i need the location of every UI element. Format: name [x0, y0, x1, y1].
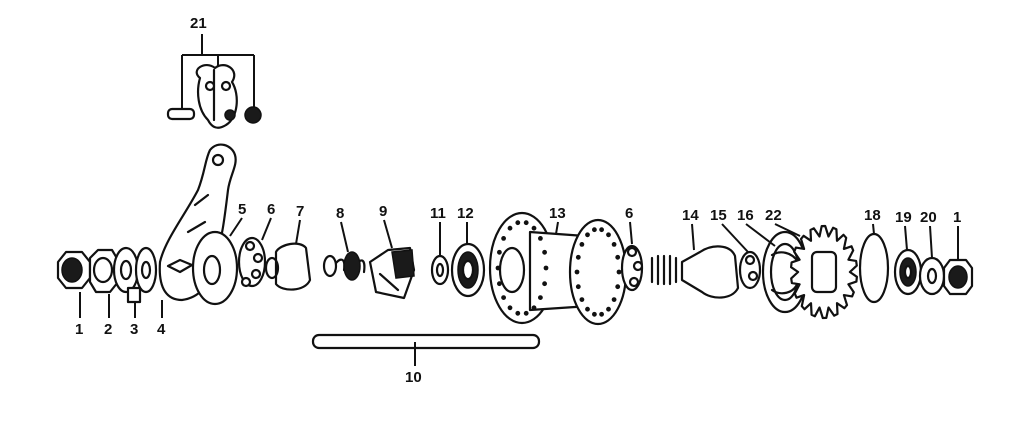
spoke-hole — [542, 281, 547, 287]
brake-arm — [158, 143, 237, 302]
spoke-hole — [538, 236, 543, 241]
label-18: 18 — [864, 207, 881, 224]
label-12: 12 — [457, 205, 474, 222]
part-4-washer — [134, 246, 158, 294]
spoke-hole — [507, 225, 513, 231]
part-8-spring — [322, 251, 366, 281]
part-12-bearing — [450, 242, 486, 298]
spoke-hole — [497, 281, 502, 287]
spoke-hole — [599, 227, 604, 233]
spoke-hole — [574, 269, 580, 275]
spoke-hole — [515, 310, 521, 316]
spoke-hole — [495, 265, 501, 271]
spoke-hole — [523, 220, 529, 226]
spoke-hole — [585, 306, 590, 312]
label-5: 5 — [238, 201, 246, 218]
part-19-cone — [893, 248, 923, 296]
part-6-bearing-right — [620, 244, 644, 292]
label-21: 21 — [190, 15, 207, 32]
label-6-left: 6 — [267, 201, 275, 218]
label-2: 2 — [104, 321, 112, 338]
label-7: 7 — [296, 203, 304, 220]
part-1-locknut-left — [56, 250, 92, 290]
part-1-locknut-right — [942, 258, 974, 296]
spoke-hole — [585, 232, 590, 238]
spoke-hole — [542, 249, 547, 255]
leader-lines — [79, 217, 959, 366]
part-20-washer — [918, 256, 946, 296]
part-21-clip-assembly — [166, 34, 262, 129]
spoke-hole — [615, 254, 621, 260]
spoke-hole — [592, 311, 597, 317]
label-13: 13 — [549, 205, 566, 222]
part-labels: 21 1 2 3 4 5 6 7 8 9 11 12 13 6 14 15 16… — [75, 15, 961, 386]
part-5-dust-cap — [191, 230, 239, 306]
spoke-hole — [606, 232, 611, 238]
spoke-hole — [579, 297, 585, 302]
spoke-hole — [531, 305, 537, 311]
label-15: 15 — [710, 207, 727, 224]
spoke-hole — [507, 305, 513, 311]
part-6-bearing-left — [237, 236, 267, 288]
spoke-hole — [523, 310, 529, 316]
part-13-hub-shell — [488, 211, 628, 326]
spoke-hole — [501, 236, 506, 241]
spoke-hole — [575, 284, 581, 290]
part-11-washer — [430, 254, 450, 286]
spoke-hole — [606, 306, 611, 312]
label-14: 14 — [682, 207, 699, 224]
spoke-hole — [515, 220, 521, 226]
label-20: 20 — [920, 209, 937, 226]
part-18-washer — [858, 232, 890, 304]
label-4: 4 — [157, 321, 166, 338]
spoke-hole — [592, 227, 597, 233]
part-9-clutch — [368, 246, 416, 300]
label-6-right: 6 — [625, 205, 633, 222]
spoke-hole — [615, 284, 621, 290]
label-1-left: 1 — [75, 321, 83, 338]
part-7-cone — [264, 242, 312, 291]
part-15-bearing — [738, 250, 762, 290]
part-14-driver — [650, 245, 740, 299]
spoke-hole — [497, 249, 502, 255]
spoke-hole — [599, 311, 604, 317]
spoke-hole — [611, 297, 617, 302]
label-3: 3 — [130, 321, 138, 338]
label-11: 11 — [430, 205, 446, 222]
label-19: 19 — [895, 209, 912, 226]
spoke-hole — [575, 254, 581, 260]
label-16: 16 — [737, 207, 754, 224]
spoke-hole — [531, 225, 537, 231]
spoke-hole — [543, 265, 549, 271]
spoke-hole — [616, 269, 622, 275]
label-8: 8 — [336, 205, 344, 222]
label-9: 9 — [379, 203, 387, 220]
spoke-hole — [501, 295, 506, 300]
spoke-hole — [579, 242, 585, 247]
part-22-sprocket — [790, 224, 858, 320]
part-10-axle — [311, 333, 541, 350]
spoke-hole — [611, 242, 617, 247]
label-10: 10 — [405, 369, 422, 386]
label-22: 22 — [765, 207, 782, 224]
spoke-hole — [538, 295, 543, 300]
label-1-right: 1 — [953, 209, 961, 226]
